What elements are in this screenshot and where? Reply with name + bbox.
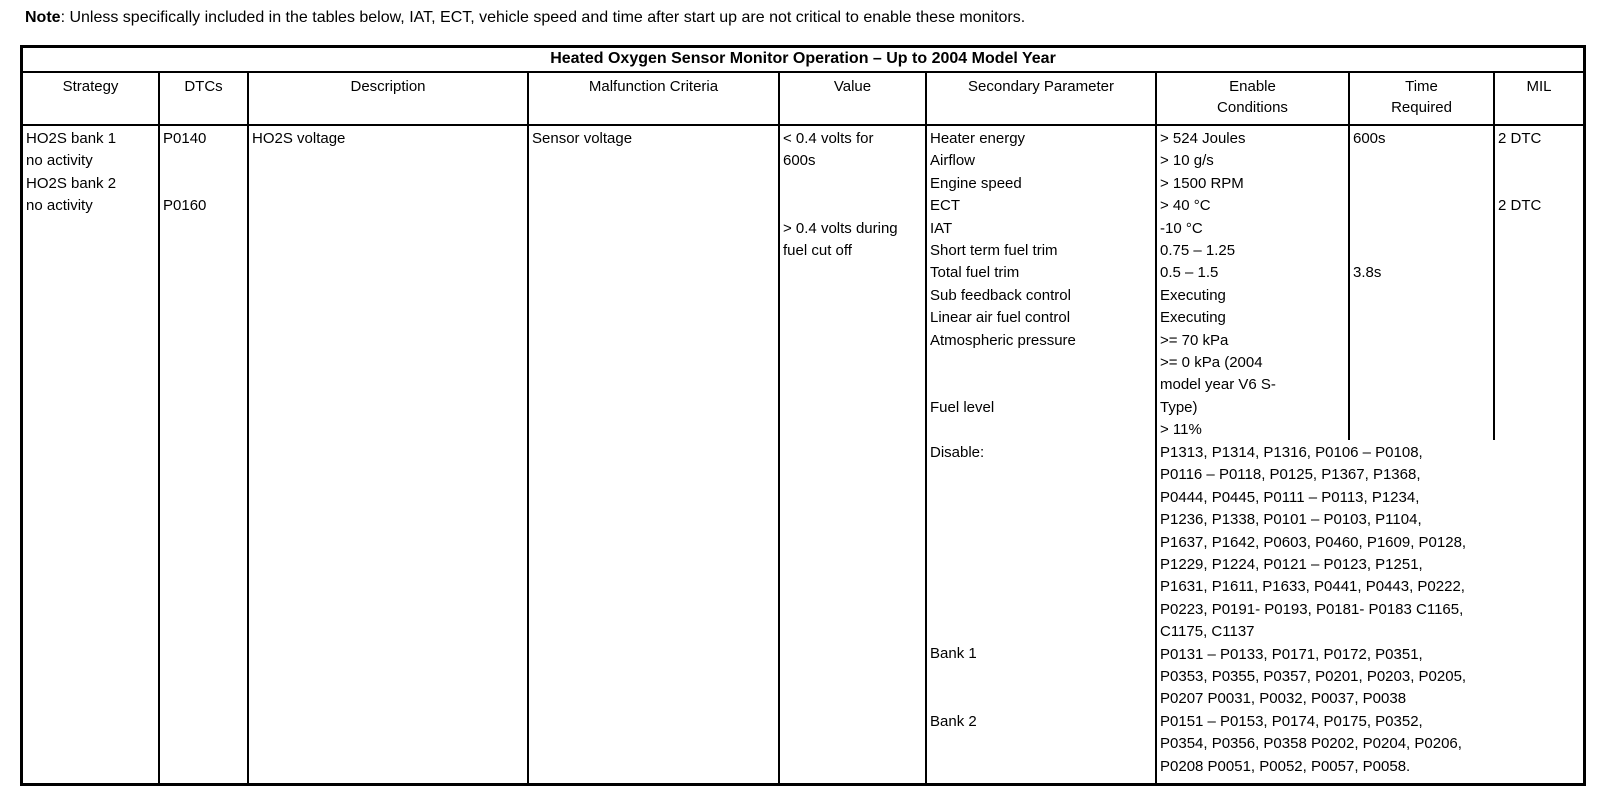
column-header-malfunction-criteria: Malfunction Criteria xyxy=(527,73,778,124)
column-header-secondary-parameter: Secondary Parameter xyxy=(925,73,1155,124)
cell-strategy: HO2S bank 1 no activity HO2S bank 2 no a… xyxy=(26,130,117,215)
cell-description: HO2S voltage xyxy=(247,126,527,784)
cell-value: < 0.4 volts for 600s > 0.4 volts during … xyxy=(778,126,925,784)
column-header-mil: MIL xyxy=(1493,73,1583,124)
column-header-description: Description xyxy=(247,73,527,124)
cell-time-required: 600s 3.8s xyxy=(1348,126,1493,440)
column-header-value: Value xyxy=(778,73,925,124)
cell-mil: 2 DTC 2 DTC xyxy=(1493,126,1583,440)
column-header-enable-conditions: Enable Conditions xyxy=(1155,73,1348,124)
note-text: : Unless specifically included in the ta… xyxy=(60,9,1026,26)
cell-dtcs: P0140 P0160 xyxy=(158,126,247,784)
cell-disable-and-bank-codes: P1313, P1314, P1316, P0106 – P0108, P011… xyxy=(1155,440,1583,784)
table-title: Heated Oxygen Sensor Monitor Operation –… xyxy=(23,48,1583,73)
column-header-time-required: Time Required xyxy=(1348,73,1493,124)
monitor-operation-table: Heated Oxygen Sensor Monitor Operation –… xyxy=(20,45,1586,787)
cell-secondary-parameter: Heater energy Airflow Engine speed ECT I… xyxy=(925,126,1155,784)
cell-malfunction-criteria: Sensor voltage xyxy=(527,126,778,784)
table-header-row: Strategy DTCs Description Malfunction Cr… xyxy=(23,73,1583,126)
note-label: Note xyxy=(25,9,61,26)
cell-enable-conditions: > 524 Joules > 10 g/s > 1500 RPM > 40 °C… xyxy=(1155,126,1348,440)
note: Note: Unless specifically included in th… xyxy=(25,8,1025,28)
column-header-strategy: Strategy xyxy=(62,78,119,95)
table-body-row: HO2S bank 1 no activity HO2S bank 2 no a… xyxy=(23,126,1583,784)
column-header-dtcs: DTCs xyxy=(158,73,247,124)
